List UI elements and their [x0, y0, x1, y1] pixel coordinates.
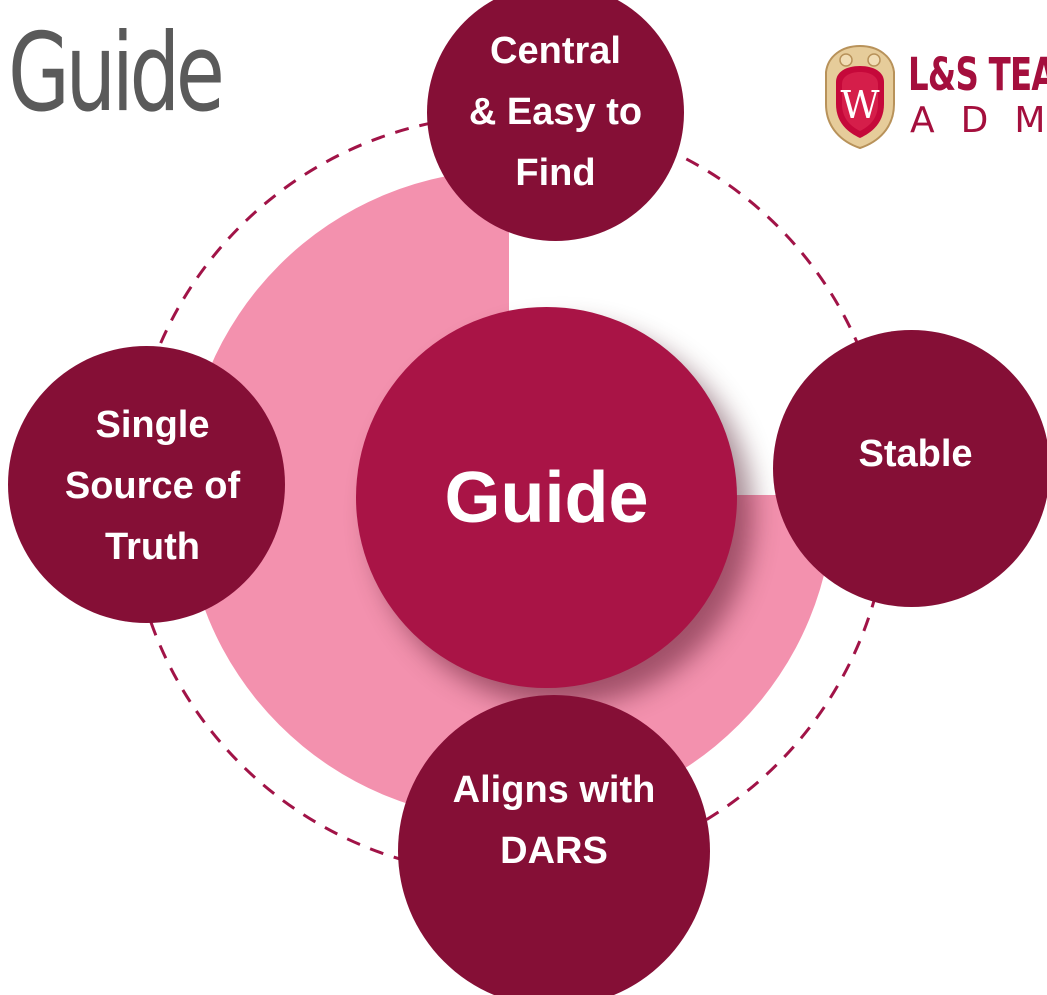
crest-icon: W [825, 44, 895, 150]
node-stable: Stable [773, 330, 1047, 607]
crest-letter: W [840, 83, 879, 127]
node-aligns-with-dars: Aligns with DARS [398, 695, 710, 995]
node-label-line: Stable [858, 433, 973, 475]
node-central-easy-to-find: Central & Easy to Find [427, 0, 684, 241]
node-label-line: Central [490, 30, 621, 72]
brand-subtitle: ADMI [910, 100, 1047, 141]
center-node-label: Guide [444, 457, 649, 538]
node-label-line: Truth [105, 526, 200, 568]
slide-title: Guide [8, 11, 225, 136]
node-label-line: DARS [500, 830, 608, 872]
brand-name: L&S TEA [908, 48, 1047, 101]
node-label-line: Find [515, 152, 596, 194]
node-label-line: Single [95, 404, 210, 446]
center-node: Guide [356, 307, 737, 688]
node-label-line: Source of [64, 465, 241, 507]
node-single-source-of-truth: Single Source of Truth [8, 346, 285, 623]
node-label-line: & Easy to [468, 91, 643, 133]
node-label-line: Aligns with [452, 769, 656, 811]
